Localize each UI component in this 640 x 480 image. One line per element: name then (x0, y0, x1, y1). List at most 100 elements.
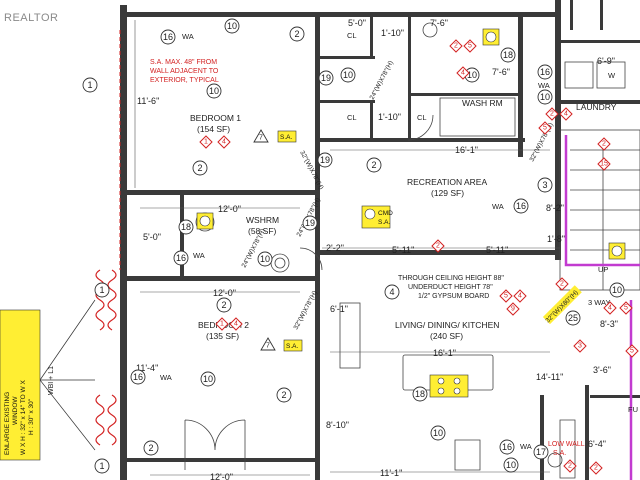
dim-5-0-side: 5'-0" (143, 232, 161, 242)
dim-14-11: 14'-11" (536, 372, 563, 382)
closet-label: CL (347, 113, 357, 122)
dimension-labels: 11'-6" 5'-0" 7'-6" 1'-10" 6'-9" 7'-6" 1'… (136, 18, 618, 480)
fixtures (184, 22, 640, 479)
hex-2: 2 (555, 277, 569, 291)
window-symbols (39, 30, 121, 451)
sa-note-line3: EXTERIOR, TYPICAL (150, 77, 219, 84)
room-labels: BEDROOM 1 (154 SF) BEDROOM 2 (135 SF) WS… (190, 31, 638, 414)
sa-tag: S.A. (378, 219, 390, 226)
svg-text:3: 3 (542, 180, 547, 190)
hex-1: 1 (199, 135, 213, 149)
closet-label: CL (347, 31, 357, 40)
callout-2: 2 (216, 297, 232, 313)
callout-1: 1 (94, 458, 110, 474)
dim-11-4: 11'-4" (136, 363, 158, 373)
hex-2: 2 (545, 107, 559, 121)
dim-16-1-b: 16'-1" (433, 348, 456, 358)
svg-text:18: 18 (415, 389, 425, 399)
svg-text:4: 4 (222, 139, 226, 146)
svg-text:10: 10 (203, 374, 213, 384)
room-name-laundry: LAUNDRY (576, 102, 617, 112)
room-name-living: LIVING/ DINING/ KITCHEN (395, 320, 499, 330)
dim-16-1-a: 16'-1" (455, 145, 478, 155)
callout-10: 10 (537, 89, 553, 105)
callout-10: 10 (200, 371, 216, 387)
callout-2: 2 (143, 440, 159, 456)
room-name-recreation: RECREATION AREA (407, 177, 487, 187)
svg-text:2: 2 (371, 160, 376, 170)
svg-text:4: 4 (608, 305, 612, 312)
dim-12-0-a: 12'-0" (218, 204, 241, 214)
window-note-line2: WINDOW (12, 396, 19, 425)
dim-11-6: 11'-6" (137, 96, 159, 106)
svg-text:1: 1 (99, 285, 104, 295)
low-wall-note: LOW WALL (548, 441, 585, 448)
triangle-markers: 7 7 (253, 129, 276, 351)
three-way-label: 3 WAY (588, 298, 611, 307)
dim-6-1: 6'-1" (330, 304, 348, 314)
callout-18: 18 (500, 47, 516, 63)
callout-2: 2 (366, 157, 382, 173)
svg-text:10: 10 (343, 70, 353, 80)
wa-label: WA (538, 81, 550, 90)
callout-18: 18 (178, 219, 194, 235)
hex-4: 4 (559, 107, 573, 121)
callout-10: 10 (224, 18, 240, 34)
callout-10: 10 (340, 67, 356, 83)
dim-12-0-b: 12'-0" (213, 288, 236, 298)
room-area-washroom: (58 SF) (248, 226, 277, 236)
dim-8-10: 8'-10" (326, 420, 349, 430)
dim-5-0-top: 5'-0" (348, 18, 366, 28)
svg-text:2: 2 (602, 141, 606, 148)
callout-2: 2 (276, 387, 292, 403)
svg-text:16: 16 (502, 442, 512, 452)
svg-text:9: 9 (511, 306, 515, 313)
wa-label: WA (182, 32, 194, 41)
dim-6-4: 6'-4" (588, 439, 606, 449)
svg-text:10: 10 (467, 70, 477, 80)
svg-text:2: 2 (197, 163, 202, 173)
room-name-wash-rm: WASH RM (462, 98, 503, 108)
svg-text:15: 15 (600, 161, 608, 168)
callout-17: 17 (533, 444, 549, 460)
hex-4: 4 (217, 135, 231, 149)
svg-text:10: 10 (260, 254, 270, 264)
hex-15: 15 (597, 157, 611, 171)
svg-text:16: 16 (516, 201, 526, 211)
wa-label: WA (160, 373, 172, 382)
callout-10: 10 (609, 282, 625, 298)
device-tags: S.A. S.A. CMD S.A. (196, 28, 626, 398)
svg-text:10: 10 (506, 460, 516, 470)
callout-1: 1 (94, 282, 110, 298)
svg-text:19: 19 (320, 155, 330, 165)
walls (120, 0, 640, 480)
svg-text:2: 2 (294, 29, 299, 39)
window-size-6: 32"(W)X78"(H) (293, 290, 319, 331)
hex-4: 4 (603, 301, 617, 315)
wall-anchor-labels: WA WA WA WA WA WA (160, 32, 550, 451)
svg-text:2: 2 (454, 43, 458, 50)
callout-3: 3 (537, 177, 553, 193)
hex-5: 5 (463, 39, 477, 53)
hex-4: 4 (229, 317, 243, 331)
dim-7-6-top: 7'-6" (430, 18, 448, 28)
svg-text:1: 1 (220, 321, 224, 328)
hex-4: 4 (456, 66, 470, 80)
hex-2: 2 (563, 459, 577, 473)
callout-16: 16 (499, 439, 515, 455)
svg-text:19: 19 (305, 218, 315, 228)
dimension-lines (134, 20, 560, 476)
wbi-label: WBI + L1 (48, 366, 55, 395)
up-label: UP (598, 265, 608, 274)
svg-text:5: 5 (624, 305, 628, 312)
hex-5: 5 (538, 121, 552, 135)
room-area-living: (240 SF) (430, 331, 463, 341)
ceiling-note-line1: THROUGH CEILING HEIGHT 88" (398, 275, 504, 282)
wa-label: WA (193, 251, 205, 260)
hex-2: 2 (449, 39, 463, 53)
dim-8-2: 8'-2" (546, 203, 564, 213)
svg-text:19: 19 (321, 73, 331, 83)
callout-19: 19 (302, 215, 318, 231)
washer-label: W (608, 71, 616, 80)
